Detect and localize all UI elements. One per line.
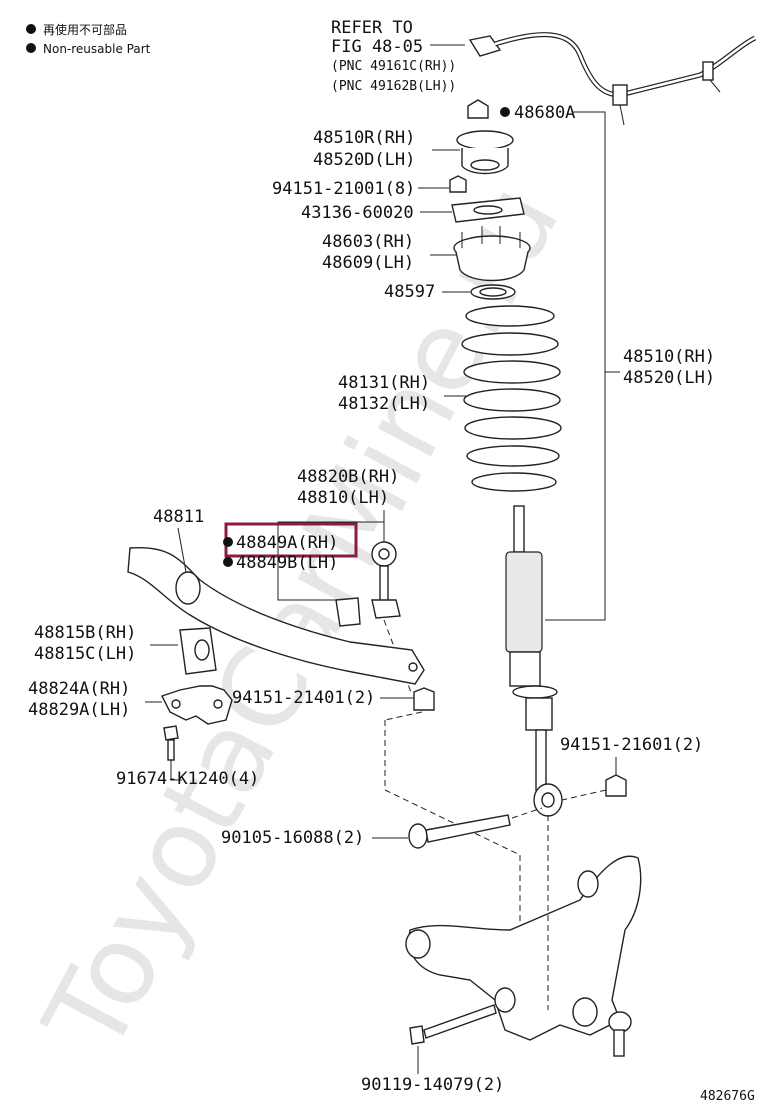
refer-note: REFER TO FIG 48-05 (PNC 49161C(RH)) (PNC… <box>331 18 465 94</box>
nut-94151-21001: 94151-21001(8) <box>272 175 467 199</box>
label-48520: 48520(LH) <box>623 368 715 388</box>
label-48520d: 48520D(LH) <box>313 150 415 170</box>
label-48815b: 48815B(RH) <box>34 623 136 643</box>
label-90119: 90119-14079(2) <box>361 1075 504 1095</box>
label-48609: 48609(LH) <box>322 253 414 273</box>
label-48849a: 48849A(RH) <box>236 533 338 553</box>
label-48603: 48603(RH) <box>322 232 414 252</box>
bolt-91674: 91674-K1240(4) <box>116 725 259 789</box>
bracket-48824: 48824A(RH) 48829A(LH) <box>28 679 233 725</box>
legend-jp-text: 再使用不可部品 <box>43 22 127 37</box>
label-48510r: 48510R(RH) <box>313 128 415 148</box>
label-48829a: 48829A(LH) <box>28 700 130 720</box>
label-48811: 48811 <box>153 507 204 527</box>
label-48810: 48810(LH) <box>297 488 389 508</box>
label-48849b: 48849B(LH) <box>236 553 338 573</box>
bolt-90105: 90105-16088(2) <box>221 807 543 849</box>
stabilizer-link: 48820B(RH) 48810(LH) <box>277 467 413 696</box>
lower-control-arm <box>405 815 642 1057</box>
support-cap: 48510R(RH) 48520D(LH) <box>313 128 514 175</box>
figure-code: 482676G <box>700 1089 755 1104</box>
non-reusable-dot-icon <box>500 107 510 117</box>
nut-94151-21601: 94151-21601(2) <box>560 735 703 801</box>
nut-94151-21401: 94151-21401(2) <box>232 687 521 1000</box>
label-90105: 90105-16088(2) <box>221 828 364 848</box>
label-48131: 48131(RH) <box>338 373 430 393</box>
nut-48680a: 48680A <box>467 99 605 123</box>
label-48510: 48510(RH) <box>623 347 715 367</box>
coil-spring: 48131(RH) 48132(LH) <box>338 305 562 492</box>
non-reusable-dot-icon <box>223 537 233 547</box>
refer-line-3: (PNC 49161C(RH)) <box>331 59 456 74</box>
bushing-48849: 48849A(RH) 48849B(LH) <box>223 522 358 573</box>
label-94151-21601: 94151-21601(2) <box>560 735 703 755</box>
non-reusable-dot-icon <box>26 24 36 34</box>
non-reusable-dot-icon <box>223 557 233 567</box>
bearing-48597: 48597 <box>384 282 516 302</box>
legend: 再使用不可部品 Non-reusable Part <box>26 22 151 56</box>
label-48820b: 48820B(RH) <box>297 467 399 487</box>
label-48815c: 48815C(LH) <box>34 644 136 664</box>
refer-line-1: REFER TO <box>331 18 413 38</box>
label-91674: 91674-K1240(4) <box>116 769 259 789</box>
refer-line-4: (PNC 49162B(LH)) <box>331 79 456 94</box>
bolt-90119: 90119-14079(2) <box>361 1004 504 1095</box>
stabilizer-bar: 48811 <box>127 507 425 685</box>
plate-43136: 43136-60020 <box>301 197 525 223</box>
non-reusable-dot-icon <box>26 43 36 53</box>
legend-en-text: Non-reusable Part <box>43 42 151 56</box>
upper-support-48603: 48603(RH) 48609(LH) <box>322 226 531 282</box>
label-43136: 43136-60020 <box>301 203 414 223</box>
label-48824a: 48824A(RH) <box>28 679 130 699</box>
label-48597: 48597 <box>384 282 435 302</box>
refer-line-2: FIG 48-05 <box>331 37 423 57</box>
label-94151-21001: 94151-21001(8) <box>272 179 415 199</box>
label-94151-21401: 94151-21401(2) <box>232 688 375 708</box>
label-48132: 48132(LH) <box>338 394 430 414</box>
bar-bushing-48815: 48815B(RH) 48815C(LH) <box>34 623 217 675</box>
brake-hose-drawing <box>468 32 757 126</box>
label-48680a: 48680A <box>514 103 575 123</box>
